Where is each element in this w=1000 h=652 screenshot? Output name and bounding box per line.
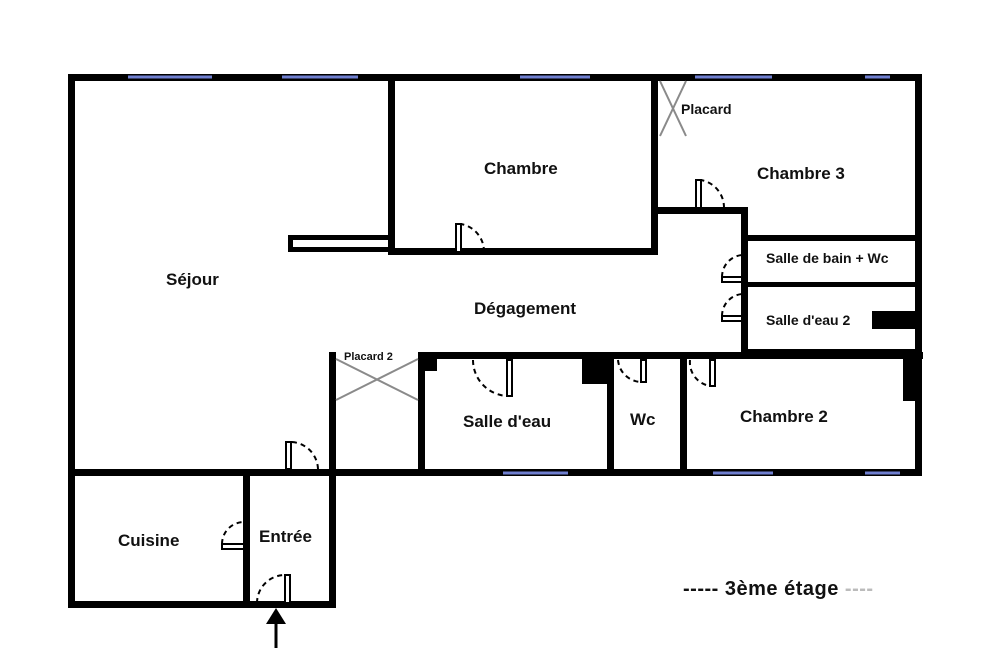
room-label-cuisine: Cuisine: [118, 531, 179, 550]
room-label-degagement: Dégagement: [474, 299, 576, 318]
floor-label-right-dashes: ----: [844, 578, 874, 600]
room-label-salle-eau2: Salle d'eau 2: [766, 312, 850, 328]
floor-label: ----- 3ème étage ----: [683, 578, 874, 601]
entrance-arrow-icon: [266, 608, 286, 648]
room-label-wc: Wc: [630, 410, 656, 429]
floor-label-text: 3ème étage: [724, 578, 839, 600]
room-label-sejour: Séjour: [166, 270, 219, 289]
room-label-sdb-wc: Salle de bain + Wc: [766, 250, 889, 266]
room-label-chambre2: Chambre 2: [740, 407, 828, 426]
room-label-chambre: Chambre: [484, 159, 558, 178]
room-label-entree: Entrée: [259, 527, 312, 546]
room-label-placard2: Placard 2: [344, 351, 393, 363]
room-label-salle-eau: Salle d'eau: [463, 412, 551, 431]
placard2-cross: [335, 358, 419, 401]
room-label-chambre3: Chambre 3: [757, 164, 845, 183]
room-label-placard: Placard: [681, 101, 732, 117]
windows: [128, 75, 900, 475]
floor-label-left-dashes: -----: [683, 578, 719, 600]
walls: [68, 74, 923, 608]
placard-cross: [659, 80, 687, 137]
doors: [221, 179, 743, 604]
